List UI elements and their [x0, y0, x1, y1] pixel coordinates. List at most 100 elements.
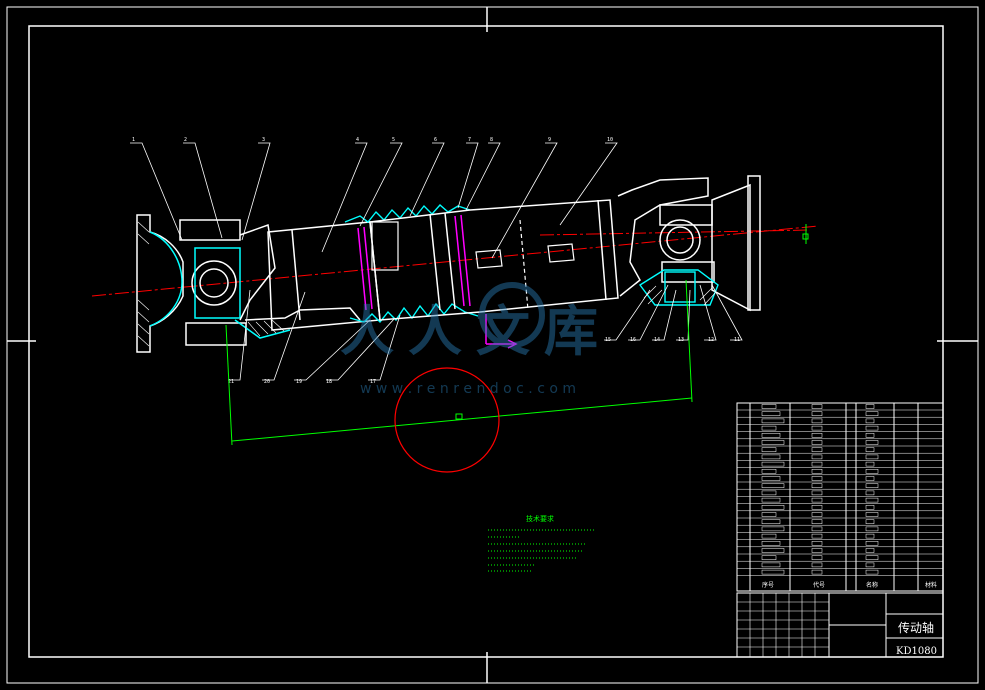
parts-cell-text [811, 533, 823, 539]
parts-cell-text [811, 490, 823, 496]
parts-cell-text [811, 469, 823, 474]
parts-cell-text [811, 483, 823, 488]
part-balloon-8: 8 [490, 137, 493, 143]
drawing-title: 传动轴 [898, 620, 934, 635]
part-balloon-15: 15 [605, 337, 611, 343]
ucs-icon [485, 314, 518, 349]
parts-cell-text [761, 533, 777, 539]
part-balloon-5: 5 [392, 137, 395, 143]
parts-cell-text [865, 526, 879, 532]
col-material: 材料 [925, 581, 937, 589]
part-balloon-18: 18 [326, 379, 332, 385]
tech-requirements-lines [488, 529, 594, 572]
parts-cell-text [761, 454, 781, 460]
parts-cell-text [811, 505, 823, 510]
parts-cell-text [811, 461, 823, 467]
parts-cell-text [811, 447, 823, 452]
parts-cell-text [865, 404, 875, 409]
title-block-grid [737, 593, 829, 657]
parts-cell-text [761, 526, 785, 532]
parts-cell-text [811, 497, 823, 503]
parts-cell-text [761, 548, 785, 553]
parts-cell-text [811, 433, 823, 438]
parts-cell-text [865, 555, 879, 560]
part-balloon-20: 20 [264, 379, 270, 385]
parts-cell-text [761, 411, 781, 416]
part-balloon-7: 7 [468, 137, 471, 143]
right-yoke [617, 175, 761, 312]
part-balloon-4: 4 [356, 137, 359, 143]
parts-list-header: 序号 代号 名称 材料 [762, 581, 937, 589]
parts-cell-text [761, 418, 785, 424]
parts-cell-text [865, 447, 875, 452]
parts-cell-text [761, 483, 785, 488]
parts-cell-text [865, 548, 875, 553]
parts-list-rows [737, 404, 943, 576]
part-balloon-12: 12 [708, 337, 714, 343]
parts-cell-text [811, 440, 823, 445]
middle-tube [369, 199, 619, 321]
parts-cell-text [865, 476, 875, 481]
parts-cell-text [811, 411, 823, 416]
parts-cell-text [865, 505, 875, 510]
parts-cell-text [761, 490, 777, 496]
parts-cell-text [761, 447, 777, 452]
part-balloon-10: 10 [607, 137, 613, 143]
cross-marker-box [802, 233, 809, 240]
top-leaders [130, 142, 618, 259]
parts-cell-text [811, 555, 823, 560]
right-hatch [643, 285, 717, 306]
part-balloon-9: 9 [548, 137, 551, 143]
parts-cell-text [865, 433, 875, 438]
left-flange-hatch [137, 221, 150, 347]
parts-cell-text [761, 433, 781, 438]
part-balloon-11: 11 [734, 337, 740, 343]
right-bearing-section [638, 269, 719, 306]
watermark: 人人文库 w w w . r e n r e n d o c . c o m [340, 282, 598, 397]
parts-cell-text [865, 483, 879, 488]
parts-cell-text [761, 555, 777, 560]
parts-cell-text [761, 562, 781, 568]
centering-marks [7, 7, 978, 683]
title-block [736, 592, 944, 658]
parts-cell-text [865, 562, 875, 568]
parts-cell-text [761, 569, 785, 575]
parts-cell-text [811, 541, 823, 546]
part-balloon-1: 1 [132, 137, 135, 143]
parts-cell-text [865, 497, 879, 503]
col-name: 名称 [866, 581, 878, 589]
parts-cell-text [865, 469, 879, 474]
parts-cell-text [865, 512, 879, 517]
parts-cell-text [865, 411, 879, 416]
tech-requirements: 技术要求 [488, 514, 594, 572]
parts-cell-text [865, 454, 879, 460]
parts-cell-text [865, 541, 879, 546]
col-seq: 序号 [762, 581, 774, 589]
parts-cell-text [811, 548, 823, 553]
balance-weights [371, 219, 575, 311]
col-code: 代号 [813, 581, 825, 589]
tech-requirements-heading: 技术要求 [526, 514, 554, 523]
parts-cell-text [811, 454, 823, 460]
part-balloon-3: 3 [262, 137, 265, 143]
parts-cell-text [865, 569, 879, 575]
sleeve-hatch [247, 319, 285, 337]
sheet-border [6, 6, 979, 684]
parts-list-table [736, 402, 944, 592]
bottom-leaders [228, 284, 743, 381]
parts-cell-text [761, 519, 781, 524]
parts-cell-text [761, 541, 781, 546]
parts-cell-text [761, 461, 785, 467]
parts-cell-text [761, 425, 777, 431]
parts-cell-text [811, 476, 823, 481]
parts-cell-text [761, 505, 785, 510]
spline-lines [357, 214, 471, 311]
parts-cell-text [761, 440, 785, 445]
part-balloon-17: 17 [370, 379, 376, 385]
parts-cell-text [811, 425, 823, 431]
parts-cell-text [865, 533, 875, 539]
parts-cell-text [811, 418, 823, 424]
part-balloon-14: 14 [654, 337, 660, 343]
parts-cell-text [811, 526, 823, 532]
